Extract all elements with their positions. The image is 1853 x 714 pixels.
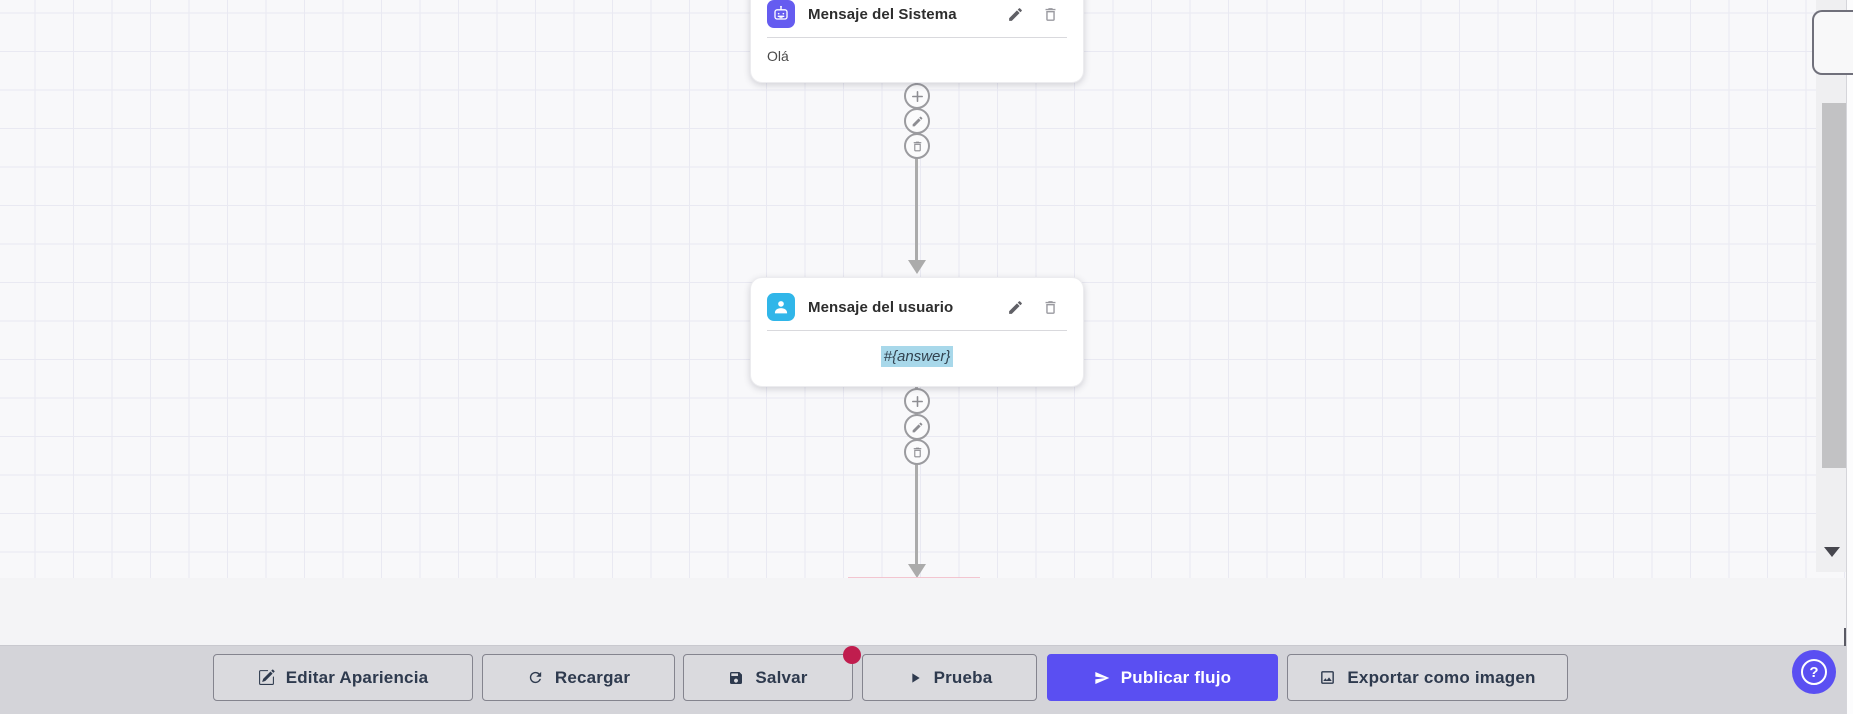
trash-icon xyxy=(911,140,924,153)
help-button[interactable]: ? xyxy=(1792,650,1836,694)
trash-icon xyxy=(1042,299,1059,316)
scroll-down-arrow-icon[interactable] xyxy=(1824,547,1840,557)
pencil-icon xyxy=(1007,299,1024,316)
button-label: Publicar flujo xyxy=(1120,667,1232,687)
node-divider xyxy=(767,330,1067,331)
rocket-icon xyxy=(1094,670,1110,686)
button-label: Salvar xyxy=(755,667,808,687)
unsaved-changes-dot xyxy=(843,646,861,664)
connector-line xyxy=(915,387,918,566)
plus-icon xyxy=(910,89,925,104)
connector-edit-button[interactable] xyxy=(904,414,930,440)
edit-appearance-button[interactable]: Editar Apariencia xyxy=(213,654,473,701)
reload-button[interactable]: Recargar xyxy=(482,654,675,701)
connector-arrowhead-icon xyxy=(908,564,926,578)
button-label: Recargar xyxy=(554,667,631,687)
refresh-icon xyxy=(527,669,544,686)
answer-variable-chip[interactable]: #{answer} xyxy=(880,346,954,367)
node-title: Mensaje del usuario xyxy=(808,298,954,316)
node-delete-button[interactable] xyxy=(1041,5,1059,23)
page-scrollbar[interactable] xyxy=(1846,0,1853,714)
connector-add-node-button[interactable] xyxy=(904,83,930,109)
node-header: Mensaje del Sistema xyxy=(767,0,1059,28)
connector-arrowhead-icon xyxy=(908,260,926,274)
question-icon: ? xyxy=(1801,659,1827,685)
node-edit-button[interactable] xyxy=(1006,5,1024,23)
play-icon xyxy=(907,670,923,686)
node-divider xyxy=(767,37,1067,38)
node-delete-button[interactable] xyxy=(1041,298,1059,316)
robot-icon xyxy=(767,0,795,28)
button-label: Prueba xyxy=(933,667,993,687)
trash-icon xyxy=(1042,6,1059,23)
pencil-icon xyxy=(911,421,924,434)
button-label: Editar Apariencia xyxy=(285,667,429,687)
node-content: #{answer} xyxy=(751,331,1083,387)
save-button[interactable]: Salvar xyxy=(683,654,853,701)
button-label: Exportar como imagen xyxy=(1347,667,1536,687)
pencil-icon xyxy=(1007,6,1024,23)
save-icon xyxy=(728,670,744,686)
page-scrollbar-mark xyxy=(1844,628,1846,646)
trash-icon xyxy=(911,446,924,459)
node-edit-button[interactable] xyxy=(1006,298,1024,316)
edit-square-icon xyxy=(258,669,275,686)
export-image-button[interactable]: Exportar como imagen xyxy=(1287,654,1568,701)
node-system-message[interactable]: Mensaje del Sistema Olá xyxy=(750,0,1084,83)
node-title: Mensaje del Sistema xyxy=(808,5,957,23)
node-header: Mensaje del usuario xyxy=(767,293,1059,321)
pencil-icon xyxy=(911,115,924,128)
connector-delete-button[interactable] xyxy=(904,133,930,159)
connector-line xyxy=(915,83,918,260)
connector-edit-button[interactable] xyxy=(904,108,930,134)
canvas-bottom-strip xyxy=(0,578,1853,645)
canvas-scrollbar-thumb[interactable] xyxy=(1822,103,1846,468)
connector-add-node-button[interactable] xyxy=(904,388,930,414)
node-user-message[interactable]: Mensaje del usuario #{answer} xyxy=(750,277,1084,387)
test-button[interactable]: Prueba xyxy=(862,654,1037,701)
node-content: Olá xyxy=(767,48,789,64)
clipped-corner-control[interactable] xyxy=(1812,10,1853,75)
user-icon xyxy=(767,293,795,321)
image-icon xyxy=(1319,669,1336,686)
connector-delete-button[interactable] xyxy=(904,439,930,465)
plus-icon xyxy=(910,394,925,409)
publish-flow-button[interactable]: Publicar flujo xyxy=(1047,654,1278,701)
